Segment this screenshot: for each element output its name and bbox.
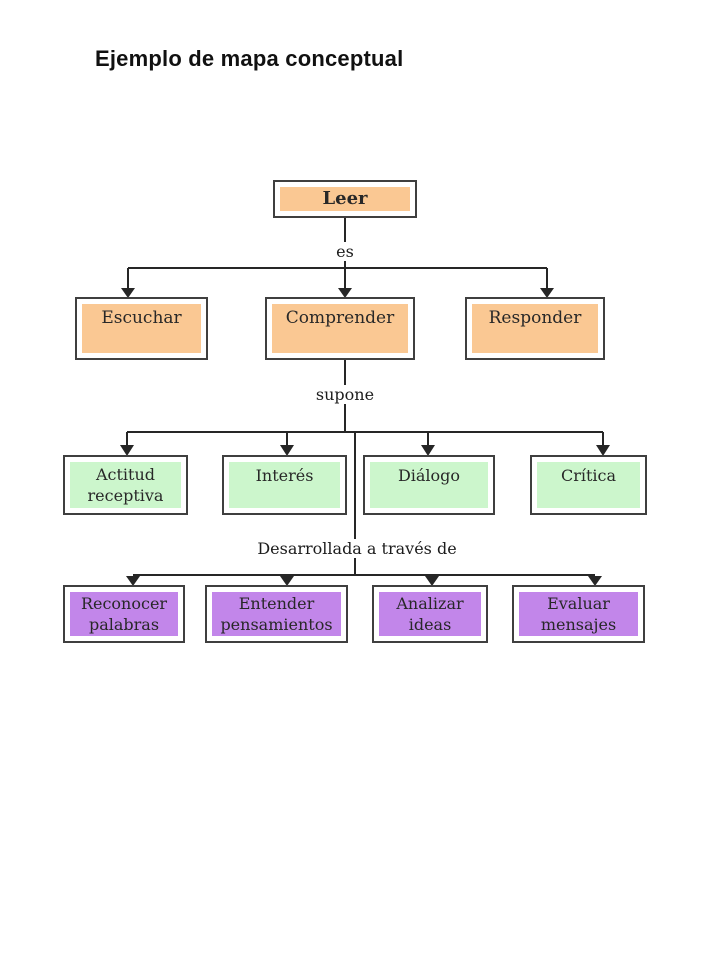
node-comprender: Comprender (265, 297, 415, 360)
node-leer: Leer (273, 180, 417, 218)
node-entender-pensamientos-label: Entender pensamientos (212, 592, 341, 636)
connector-label-supone: supone (311, 385, 379, 404)
node-evaluar-mensajes: Evaluar mensajes (512, 585, 645, 643)
node-responder-label: Responder (472, 304, 598, 353)
node-reconocer-palabras: Reconocer palabras (63, 585, 185, 643)
connector-label-desarrollada: Desarrollada a través de (253, 539, 461, 558)
node-actitud-receptiva: Actitud receptiva (63, 455, 188, 515)
node-analizar-ideas-label: Analizar ideas (379, 592, 481, 636)
node-interes-label: Interés (229, 462, 340, 508)
node-dialogo-label: Diálogo (370, 462, 488, 508)
node-comprender-label: Comprender (272, 304, 408, 353)
connector-label-es: es (332, 242, 358, 261)
node-escuchar: Escuchar (75, 297, 208, 360)
node-escuchar-label: Escuchar (82, 304, 201, 353)
node-evaluar-mensajes-label: Evaluar mensajes (519, 592, 638, 636)
node-critica: Crítica (530, 455, 647, 515)
node-dialogo: Diálogo (363, 455, 495, 515)
node-interes: Interés (222, 455, 347, 515)
node-leer-label: Leer (280, 187, 410, 211)
node-entender-pensamientos: Entender pensamientos (205, 585, 348, 643)
node-analizar-ideas: Analizar ideas (372, 585, 488, 643)
node-responder: Responder (465, 297, 605, 360)
node-critica-label: Crítica (537, 462, 640, 508)
node-reconocer-palabras-label: Reconocer palabras (70, 592, 178, 636)
page-title: Ejemplo de mapa conceptual (95, 46, 404, 71)
node-actitud-receptiva-label: Actitud receptiva (70, 462, 181, 508)
